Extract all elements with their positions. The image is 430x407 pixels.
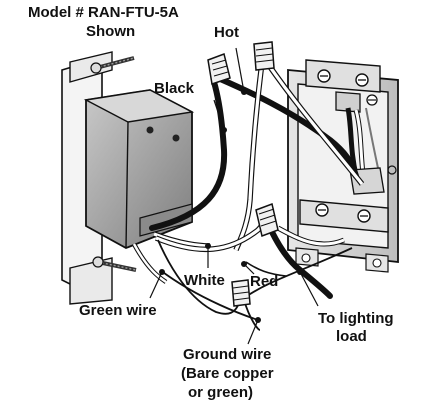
black-wire (149, 79, 228, 231)
red-label: Red (250, 273, 279, 290)
ground-wire-label-line3: or green) (188, 384, 254, 401)
electrical-wall-box (287, 59, 399, 273)
callout-lines (149, 47, 319, 345)
white-label: White (184, 272, 225, 289)
ground-wire-label-line1: Ground wire (183, 346, 272, 363)
green-wire-label: Green wire (79, 302, 157, 319)
hot-label: Hot (214, 24, 239, 41)
dimmer-switch-body (83, 89, 195, 249)
hot-wire-nut (207, 53, 231, 85)
ground-wire-label-line2: (Bare copper (181, 365, 274, 382)
model-number-label: Model # RAN-FTU-5A (28, 4, 179, 21)
red-wire-nut (255, 202, 279, 238)
white-wire (153, 61, 365, 252)
bottom-mounting-screw (92, 256, 137, 272)
ground-wire-nut (231, 279, 251, 307)
black-label: Black (154, 80, 195, 97)
model-shown-label: Shown (86, 23, 136, 40)
neutral-wire-nut (253, 41, 275, 71)
to-lighting-load-label-line1: To lighting (318, 310, 394, 327)
green-wire (132, 242, 168, 284)
top-mounting-screw (90, 56, 135, 74)
to-lighting-load-label-line2: load (336, 328, 367, 345)
